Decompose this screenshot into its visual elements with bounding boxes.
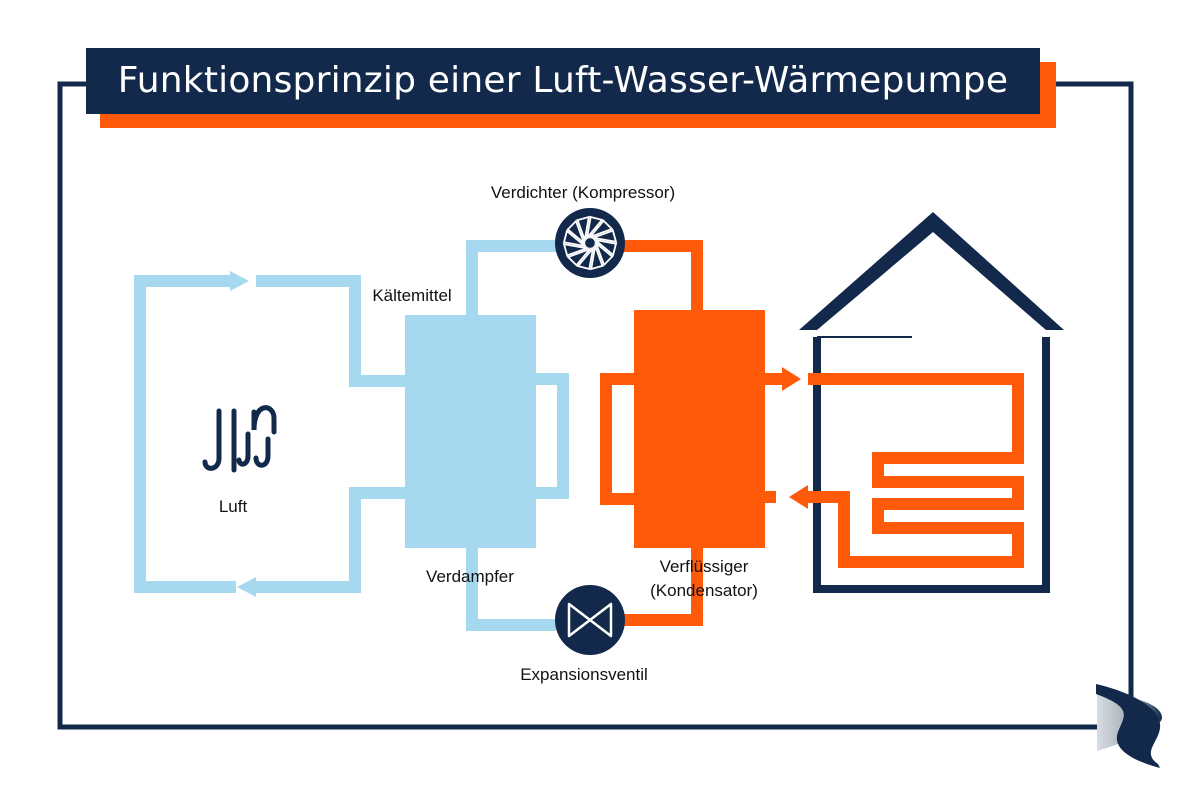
condenser-block [634, 310, 765, 548]
evaporator-label: Verdampfer [426, 567, 514, 586]
compressor-label: Verdichter (Kompressor) [491, 183, 675, 202]
compressor-blade [592, 238, 618, 257]
air-label: Luft [219, 497, 248, 516]
compressor-blade [576, 215, 590, 244]
compressor-blade [566, 219, 587, 246]
compressor-blade [562, 243, 591, 257]
condenser-label-line2: (Kondensator) [650, 581, 758, 600]
refrigerant-cold-lines [466, 240, 569, 631]
refrigerant-hot-lines [600, 240, 785, 626]
compressor-blade [587, 219, 614, 240]
expansion-valve-icon [555, 585, 625, 655]
air-arrow-bottom [237, 577, 256, 597]
heating-arrow-in [789, 485, 808, 509]
page-title: Funktionsprinzip einer Luft-Wasser-Wärme… [86, 48, 1040, 114]
evaporator-block [405, 315, 536, 548]
condenser-label-line1: Verflüssiger [660, 557, 749, 576]
compressor-blade [593, 240, 614, 267]
compressor-fan-icon [555, 208, 625, 278]
outer-frame [57, 81, 1134, 730]
expansion-valve-label: Expansionsventil [520, 665, 648, 684]
refrigerant-label: Kältemittel [372, 286, 451, 305]
compressor-blade [590, 242, 604, 271]
house-icon [799, 212, 1064, 593]
floor-heating-coil [808, 373, 1024, 568]
air-arrow-top [230, 271, 249, 291]
brand-logo-icon [1096, 684, 1163, 768]
air-loop [134, 275, 408, 593]
wind-icon [202, 405, 277, 473]
heating-arrow-out [782, 367, 801, 391]
compressor-blade [566, 246, 593, 267]
compressor-blade [585, 215, 604, 241]
compressor-blade [562, 229, 588, 248]
compressor-blade [576, 245, 595, 271]
compressor-blade [589, 229, 618, 243]
